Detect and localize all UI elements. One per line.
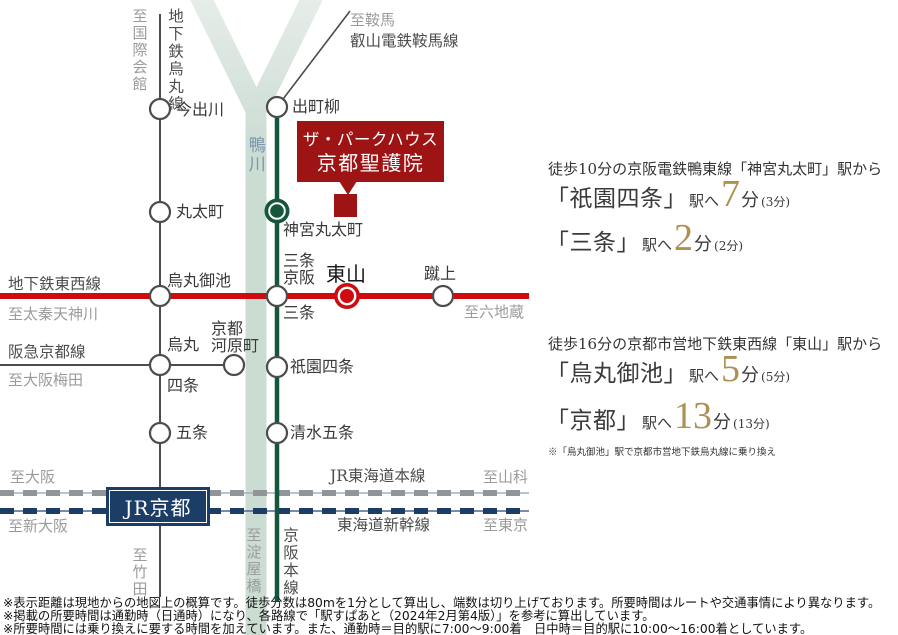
line-label-tozai: 地下鉄東西線 xyxy=(8,275,102,293)
route-paren: (3分) xyxy=(761,195,791,209)
station-label-imadegawa: 今出川 xyxy=(176,100,225,119)
dest-yodoyabashi: 至淀屋橋 xyxy=(244,527,263,595)
station-label-gojo: 五条 xyxy=(176,423,209,442)
station-label-kiyomizu-gojo: 清水五条 xyxy=(290,423,355,442)
route-station-name: 「祇園四条」 xyxy=(546,186,687,212)
transfer-note: ※「烏丸御池」駅で京都市営地下鉄烏丸線に乗り換え xyxy=(548,447,777,458)
dest-osaka-umeda: 至大阪梅田 xyxy=(8,371,84,389)
station-marker-jingu-marutamachi-ring xyxy=(268,202,286,220)
station-label-demachiyanagi: 出町柳 xyxy=(292,97,341,116)
station-label-shijo: 四条 xyxy=(167,376,200,395)
jr-kyoto-label: JR京都 xyxy=(124,496,192,520)
kamo-river-left-branch xyxy=(190,0,267,635)
station-marker-keage xyxy=(431,284,455,308)
station-label-jingu-marutamachi: 神宮丸太町 xyxy=(283,220,364,239)
route-minutes: 2 xyxy=(674,217,694,259)
station-marker-imadegawa xyxy=(148,97,172,121)
station-marker-gion-shijo xyxy=(265,355,289,379)
station-label-karasuma: 烏丸 xyxy=(167,335,200,354)
line-label-jr-tokaido: JR東海道本線 xyxy=(330,467,426,485)
route-to-label: 駅へ xyxy=(689,192,720,210)
jr-kyoto-station-box: JR京都 xyxy=(106,487,210,526)
property-location-marker xyxy=(334,194,357,217)
dest-osaka: 至大阪 xyxy=(10,468,56,486)
dest-yamashina: 至山科 xyxy=(483,468,529,486)
station-marker-sanjo-keihan xyxy=(265,284,289,308)
route-minutes: 13 xyxy=(674,395,713,437)
access-section1-header: 徒歩10分の京阪電鉄鴨東線「神宮丸太町」駅から xyxy=(548,160,883,178)
route-minutes: 5 xyxy=(721,348,741,390)
kamo-river-label: 鴨川 xyxy=(244,136,265,174)
route-minutes: 7 xyxy=(721,173,741,215)
station-label-kyoto-kawaramachi: 京都 河原町 xyxy=(211,319,260,355)
property-callout-pointer xyxy=(339,181,357,195)
property-name-line1: ザ・パークハウス xyxy=(302,129,439,149)
dest-shin-osaka: 至新大阪 xyxy=(8,517,69,535)
line-label-keihan: 京阪本線 xyxy=(281,527,300,597)
station-marker-kyoto-kawaramachi xyxy=(222,353,246,377)
station-marker-karasuma-oike xyxy=(148,284,172,308)
route-to-label: 駅へ xyxy=(642,414,673,432)
route-station-name: 「京都」 xyxy=(546,408,640,434)
dest-rokujizo: 至六地蔵 xyxy=(464,303,525,321)
station-marker-kiyomizu-gojo xyxy=(265,421,289,445)
station-marker-jingu-marutamachi xyxy=(264,198,290,224)
line-label-shinkansen: 東海道新幹線 xyxy=(337,516,431,534)
route-unit: 分 xyxy=(694,234,713,255)
disclaimer-line-3: ※所要時間には乗り換えに要する時間を加えています。また、通勤時＝目的駅に7:00… xyxy=(3,622,813,635)
line-label-karasuma: 地下鉄烏丸線 xyxy=(166,8,185,113)
route-paren: (2分) xyxy=(714,239,744,253)
dest-tokyo: 至東京 xyxy=(483,516,529,534)
route-station-name: 「三条」 xyxy=(546,230,640,256)
station-label-gion-shijo: 祇園四条 xyxy=(290,357,355,376)
dest-uzumasa-tenjingawa: 至太秦天神川 xyxy=(8,305,99,323)
line-label-hankyu: 阪急京都線 xyxy=(8,343,86,361)
property-name-line2: 京都聖護院 xyxy=(316,150,425,175)
dest-takeda: 至竹田 xyxy=(130,547,149,598)
station-marker-higashiyama-ring xyxy=(337,286,357,306)
eizan-line xyxy=(276,10,351,108)
dest-kokusaikaikan: 至国際会館 xyxy=(130,8,149,93)
station-marker-marutamachi xyxy=(148,200,172,224)
route-to-label: 駅へ xyxy=(642,236,673,254)
disclaimer-line-2: ※掲載の所要時間は通勤時（日通時）になり、各路線で「駅すぱあと（2024年2月第… xyxy=(3,609,655,623)
access-section2-header: 徒歩16分の京都市営地下鉄東西線「東山」駅から xyxy=(548,335,883,353)
station-label-karasuma-oike: 烏丸御池 xyxy=(167,271,232,290)
kamo-river-right-branch xyxy=(248,0,323,113)
station-label-marutamachi: 丸太町 xyxy=(176,202,225,221)
route-unit: 分 xyxy=(741,365,760,386)
station-marker-demachiyanagi xyxy=(265,95,289,119)
disclaimer-line-1: ※表示距離は現地からの地図上の概算です。徒歩分数は80mを1分として算出し、端数… xyxy=(3,596,881,610)
station-marker-gojo xyxy=(148,421,172,445)
line-label-eizan: 叡山電鉄鞍馬線 xyxy=(350,32,459,50)
route-paren: (5分) xyxy=(761,370,791,384)
dest-kurama: 至鞍馬 xyxy=(350,11,396,29)
station-label-sanjo: 三条 xyxy=(283,303,316,322)
station-label-higashiyama: 東山 xyxy=(326,262,366,286)
station-label-sanjo-keihan: 三条 京阪 xyxy=(283,251,316,287)
property-callout: ザ・パークハウス 京都聖護院 xyxy=(297,121,444,182)
station-marker-karasuma-shijo xyxy=(148,353,172,377)
station-label-keage: 蹴上 xyxy=(424,264,457,283)
route-station-name: 「烏丸御池」 xyxy=(546,361,687,387)
disclaimer: ※表示距離は現地からの地図上の概算です。徒歩分数は80mを1分として算出し、端数… xyxy=(3,597,897,635)
route-unit: 分 xyxy=(741,190,760,211)
route-to-label: 駅へ xyxy=(689,367,720,385)
route-unit: 分 xyxy=(713,412,732,433)
route-paren: (13分) xyxy=(733,417,770,431)
